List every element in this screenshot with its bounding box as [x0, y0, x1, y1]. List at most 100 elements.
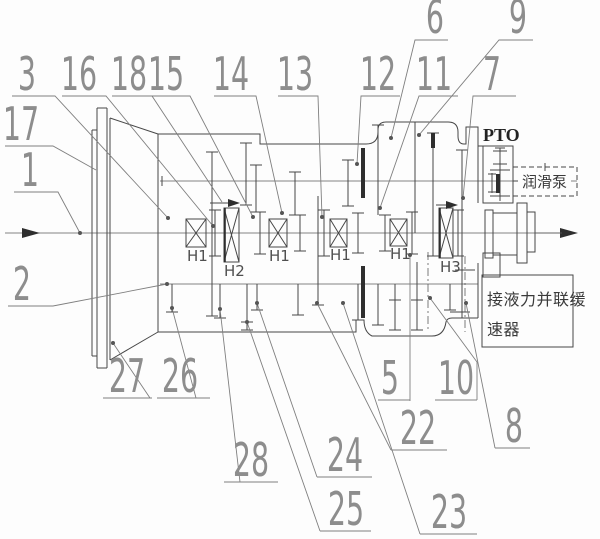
gear-mesh-bar — [361, 148, 365, 198]
clutch-pack-5: H1 — [389, 218, 411, 263]
callout-number: 26 — [162, 350, 198, 404]
leader-dot — [464, 301, 468, 305]
flange-disc — [484, 209, 494, 259]
leader-line — [246, 321, 371, 532]
clutch-box — [268, 218, 288, 248]
clutch-x — [389, 218, 408, 247]
leader-dot — [408, 253, 412, 257]
leader-line — [278, 95, 323, 218]
clutch-x — [185, 218, 207, 248]
lube-pump: 润滑泵 — [512, 163, 578, 197]
callout-27: 27 — [103, 341, 152, 404]
clutch-x — [329, 218, 348, 248]
leader-dot — [315, 301, 319, 305]
lube-pump-label: 润滑泵 — [522, 173, 567, 191]
bell-housing-taper — [109, 117, 159, 361]
callout-number: 6 — [426, 0, 444, 45]
bell-housing-flange — [91, 129, 97, 357]
leader-dot — [218, 307, 222, 311]
callout-8: 8 — [464, 301, 530, 454]
callout-number: 18 — [111, 48, 147, 102]
leader-dot — [170, 306, 174, 310]
clutch-box — [389, 218, 408, 247]
callout-number: 25 — [328, 483, 364, 537]
callout-number: 17 — [3, 98, 39, 152]
leader-dot — [211, 224, 215, 228]
leader-line — [103, 342, 152, 399]
shift-arrows — [210, 199, 458, 209]
callout-number: 2 — [13, 258, 31, 312]
leader-line — [465, 302, 530, 449]
flange-support — [482, 252, 501, 278]
leader-line — [356, 95, 400, 165]
leader-dot — [320, 215, 324, 219]
retarder-note-box — [481, 274, 574, 348]
callout-number: 1 — [21, 144, 39, 198]
leader-line — [14, 191, 81, 234]
callouts: 3 16 18 15 14 13 12 — [3, 0, 533, 539]
clutch-label: H3 — [440, 258, 461, 276]
callout-23: 23 — [341, 301, 477, 539]
callout-number: 13 — [277, 48, 313, 102]
input-arrow-icon — [22, 228, 40, 238]
clutch-x — [438, 207, 454, 259]
callout-25: 25 — [245, 320, 371, 537]
leader-line — [157, 307, 210, 399]
callout-number: 10 — [438, 352, 474, 406]
leader-dot — [255, 301, 259, 305]
bell-housing-wall — [96, 107, 111, 369]
leader-line — [150, 95, 254, 218]
leader-line — [462, 95, 516, 199]
callout-14: 14 — [213, 48, 284, 215]
leader-dot — [355, 162, 359, 166]
leader-line — [256, 302, 372, 478]
housing-bottom-outline — [158, 317, 478, 337]
mainshaft-gears — [214, 210, 459, 256]
callout-6: 6 — [389, 0, 448, 140]
leader-dot — [245, 320, 249, 324]
gear-teeth-caps — [161, 121, 475, 331]
callout-15: 15 — [148, 48, 255, 219]
retarder-note-line2: 速器 — [487, 320, 520, 339]
output-flange — [482, 202, 562, 278]
clutch-box — [185, 218, 207, 248]
callout-number: 11 — [416, 48, 452, 102]
retarder-note-line1: 接液力并联缓 — [487, 290, 586, 309]
callout-number: 16 — [61, 48, 97, 102]
leader-dot — [341, 301, 345, 305]
pto-gear-mesh — [496, 174, 500, 193]
callout-number: 8 — [505, 400, 523, 454]
clutch-x — [223, 207, 240, 263]
callout-7: 7 — [461, 48, 516, 200]
gear-train — [161, 121, 475, 331]
clutch-label: H1 — [330, 246, 351, 264]
leader-dot — [461, 196, 465, 200]
clutch-pack-1: H1 — [185, 218, 208, 265]
pto-assembly: PTO — [482, 125, 520, 204]
leader-line — [379, 95, 458, 209]
gear-mesh-bar — [431, 133, 435, 148]
shaft-centerlines — [5, 180, 578, 285]
retarder-connection: 接液力并联缓 速器 — [427, 252, 586, 348]
clutch-x — [268, 218, 288, 248]
callout-number: 23 — [431, 486, 467, 539]
callout-number: 27 — [109, 350, 145, 404]
clutch-box — [329, 218, 348, 248]
leader-line — [5, 145, 97, 171]
callout-number: 9 — [509, 0, 527, 45]
callout-11: 11 — [378, 48, 458, 210]
leader-line — [429, 297, 478, 401]
clutch-label: H1 — [390, 245, 411, 263]
leader-dot — [428, 296, 432, 300]
pto-label: PTO — [483, 125, 520, 145]
callout-number: 15 — [148, 48, 184, 102]
leader-line — [342, 302, 477, 535]
leader-dot — [111, 341, 115, 345]
callout-1: 1 — [14, 144, 82, 235]
gear-shafts — [211, 122, 463, 318]
leader-dot — [389, 136, 393, 140]
callout-number: 12 — [360, 48, 396, 102]
callout-2: 2 — [8, 258, 169, 312]
